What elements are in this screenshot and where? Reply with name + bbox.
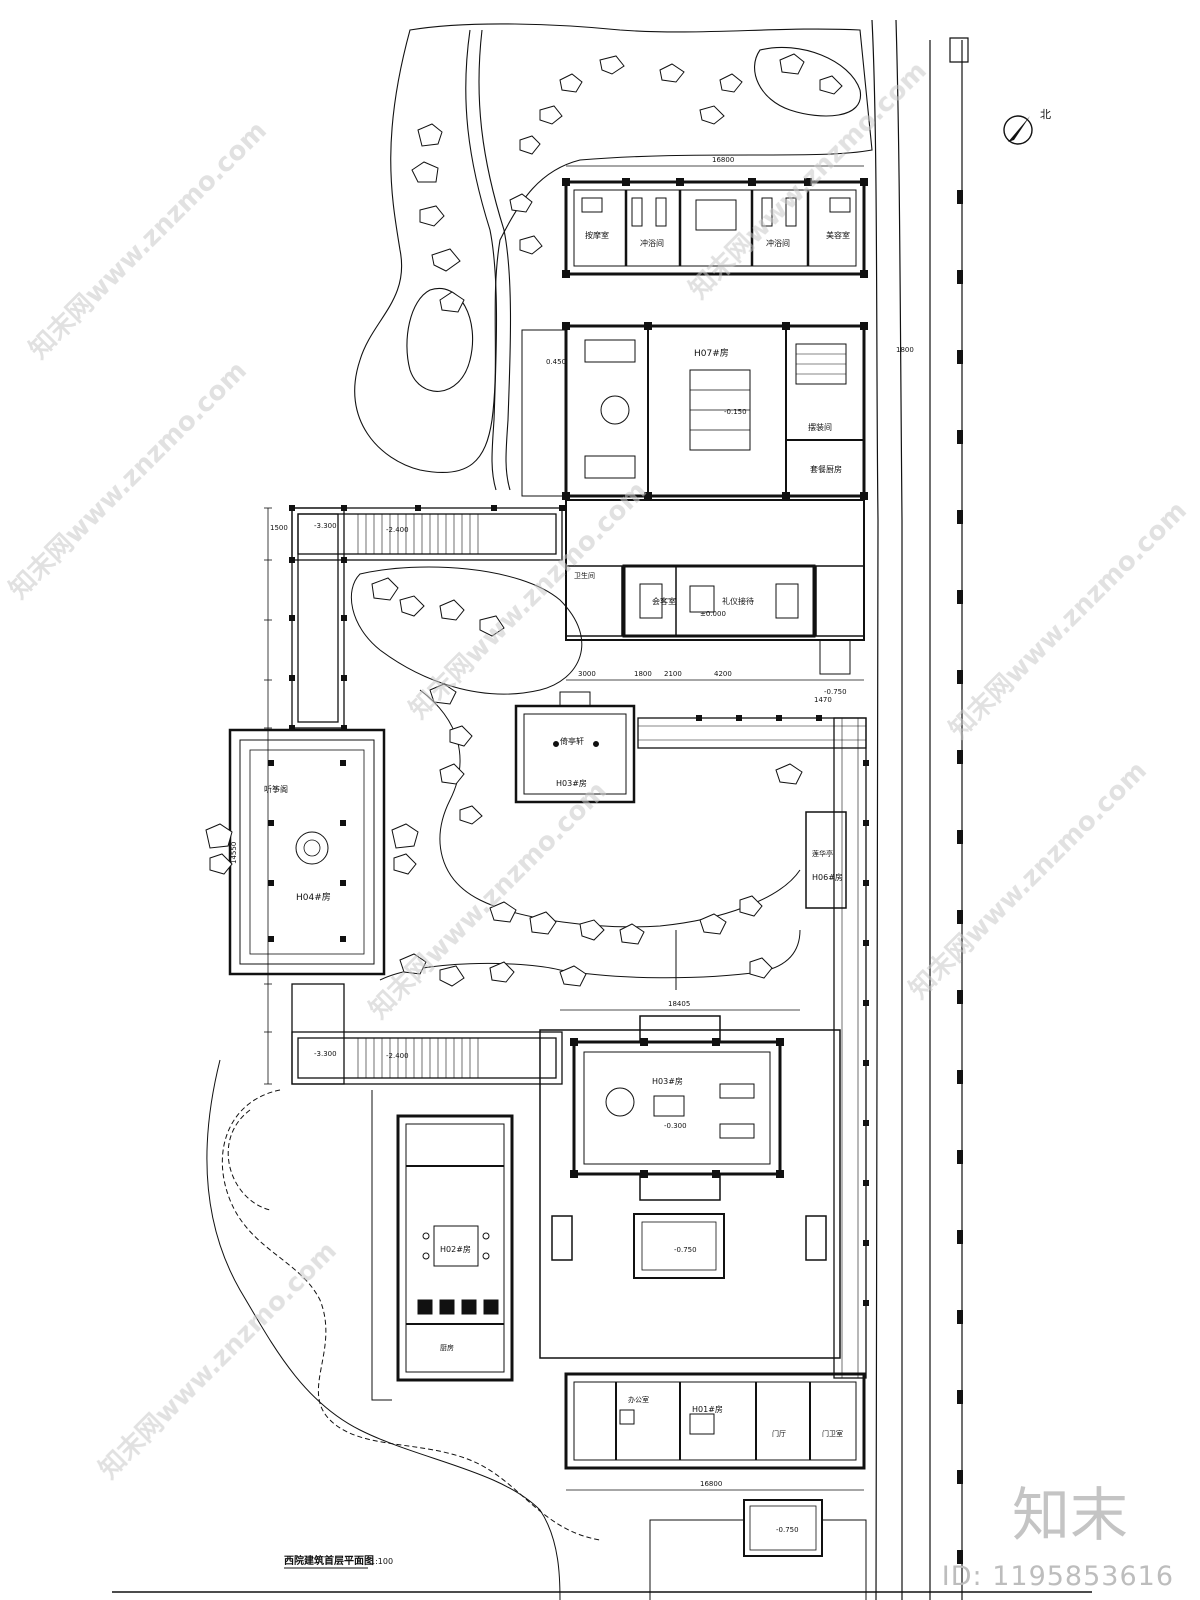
courtyard-pool [633, 1213, 725, 1279]
brand-logo: 知末 [1011, 1481, 1128, 1549]
dimension-label: 1500 [270, 524, 288, 532]
room-label: 听筝阁 [264, 784, 288, 794]
entry-gate [649, 1499, 867, 1600]
room-label: 按摩室 [585, 230, 609, 240]
room-label: 门厅 [772, 1429, 786, 1438]
north-arrow: 北 [1003, 108, 1051, 145]
courtyard-walls [539, 1029, 841, 1359]
room-label: H06#房 [812, 872, 843, 882]
room-label: 套餐厨房 [810, 464, 842, 474]
pavilion-columns [268, 760, 346, 942]
reception-building [565, 499, 865, 675]
watermark-layer: 知末网www.znzmo.com 知末网www.znzmo.com 知末网www… [4, 56, 1193, 1485]
dimension-label: 1800 [896, 346, 914, 354]
watermark: 知末网www.znzmo.com [364, 776, 613, 1025]
garden-rocks-north [411, 53, 843, 313]
central-garden-rocks [371, 577, 803, 987]
level-mark: -0.750 [824, 688, 847, 696]
north-label: 北 [1040, 108, 1051, 121]
east-corridor [637, 717, 867, 1379]
watermark: 知末网www.znzmo.com [684, 56, 933, 305]
room-label: 摆装间 [808, 422, 832, 432]
dimension-label: 2100 [664, 670, 682, 678]
hall-columns [562, 322, 868, 500]
room-label: H02#房 [440, 1244, 471, 1254]
level-mark: -0.150 [724, 408, 747, 416]
central-hall-building [521, 324, 866, 498]
watermark: 知末网www.znzmo.com [94, 1236, 343, 1485]
room-label: 冲浴间 [766, 238, 790, 248]
north-spa-building [564, 180, 866, 276]
small-pavilion [514, 691, 636, 804]
room-label: 倚亭轩 [560, 736, 584, 746]
west-pavilion [228, 728, 386, 976]
level-mark: -3.300 [314, 1050, 337, 1058]
west-corridor-lower [291, 983, 563, 1085]
room-label: H03#房 [652, 1076, 683, 1086]
dimension-label: 4200 [714, 670, 732, 678]
entry-building-h01 [564, 1372, 866, 1470]
level-mark: -2.400 [386, 1052, 409, 1060]
level-mark: 0.450 [546, 358, 566, 366]
corridor-posts-upper [289, 505, 565, 731]
dimension-label: 1800 [634, 670, 652, 678]
room-label: H03#房 [556, 778, 587, 788]
asset-id: ID: 1195853616 [941, 1561, 1174, 1592]
watermark: 知末网www.znzmo.com [944, 496, 1193, 745]
room-label: 会客室 [652, 596, 676, 606]
room-label: 门卫室 [822, 1429, 843, 1438]
dimension-label: 1470 [814, 696, 832, 704]
room-label: 礼仪接待 [722, 596, 754, 606]
level-mark: ±0.000 [700, 610, 726, 618]
dimension-label: 16800 [712, 156, 734, 164]
dimension-label: 14550 [230, 842, 238, 864]
room-label: 办公室 [628, 1395, 649, 1404]
dimension-ticks-left [264, 507, 864, 1085]
main-hall-columns [570, 1038, 784, 1178]
watermark: 知末网www.znzmo.com [404, 476, 653, 725]
watermark: 知末网www.znzmo.com [4, 356, 253, 605]
east-road-edge [871, 19, 969, 1600]
room-label: H01#房 [692, 1404, 723, 1414]
drawing-title: 西院建筑首层平面图 [284, 1554, 374, 1567]
dimension-label: 18405 [668, 1000, 690, 1008]
room-label: 莲华亭 [812, 849, 833, 858]
main-hall-h03 [572, 1015, 782, 1201]
room-label: 厨房 [440, 1343, 454, 1352]
dining-building-h02 [396, 1114, 514, 1382]
pavilion-rocks [205, 823, 419, 875]
level-mark: -3.300 [314, 522, 337, 530]
watermark: 知末网www.znzmo.com [904, 756, 1153, 1005]
drawing-scale: 1:100 [370, 1557, 393, 1566]
room-label: 卫生间 [574, 571, 595, 580]
dimension-label: 16800 [700, 1480, 722, 1488]
dimension-label: 3000 [578, 670, 596, 678]
room-label: 美容室 [826, 230, 850, 240]
garden-north-pond [354, 23, 873, 491]
east-corridor-posts [696, 715, 869, 1306]
room-label: H07#房 [694, 347, 729, 359]
room-label: 冲浴间 [640, 238, 664, 248]
level-mark: -2.400 [386, 526, 409, 534]
level-mark: -0.300 [664, 1122, 687, 1130]
garden-southwest-solid [206, 1059, 561, 1600]
room-label: H04#房 [296, 891, 331, 903]
garden-southwest [221, 1089, 601, 1541]
spa-columns [562, 178, 868, 278]
level-mark: -0.750 [674, 1246, 697, 1254]
watermark: 知末网www.znzmo.com [24, 116, 273, 365]
east-fence-posts [957, 190, 963, 1564]
level-mark: -0.750 [776, 1526, 799, 1534]
